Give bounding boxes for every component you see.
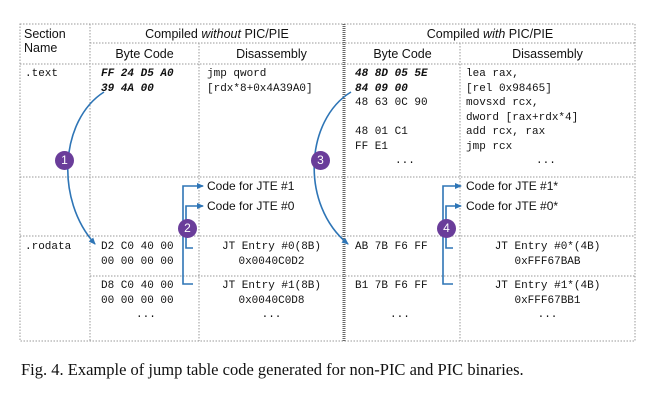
byte-line: FF E1	[355, 140, 389, 153]
rodata-nonpic-bytes-0: D2 C0 40 00 00 00 00 00	[101, 240, 174, 269]
disasm-ellipsis: ...	[261, 309, 282, 321]
byte-ellipsis: ...	[136, 309, 156, 321]
rodata-pic-bytes-0: AB 7B F6 FF	[355, 241, 428, 253]
jt-entry-label: JT Entry #0*(4B)	[494, 241, 601, 253]
with-suffix: PIC/PIE	[505, 27, 554, 41]
step-badge-4: 4	[437, 219, 456, 238]
jt-entry-address: 0x0040C0D8	[238, 294, 305, 307]
step-badge-1: 1	[55, 151, 74, 170]
byte-ellipsis: ...	[395, 155, 415, 167]
section-header-line2: Name	[24, 41, 58, 55]
byte-line: 84 09 00	[355, 82, 408, 95]
jte-code-1-pic: Code for JTE #1*	[466, 179, 559, 193]
disasm-line: jmp rcx	[466, 140, 513, 153]
disassembly-header-nonpic: Disassembly	[236, 47, 307, 61]
without-prefix: Compiled	[145, 27, 202, 41]
disasm-line: dword [rax+rdx*4]	[466, 111, 579, 124]
disassembly-header-pic: Disassembly	[512, 47, 583, 61]
jt-entry-label: JT Entry #0(8B)	[221, 241, 322, 253]
rodata-pic-disasm-0: JT Entry #0*(4B) 0xFFF67BAB	[460, 240, 635, 269]
rodata-pic-disasm-1: JT Entry #1*(4B) 0xFFF67BB1 ...	[460, 279, 635, 323]
byte-ellipsis: ...	[390, 309, 410, 321]
rodata-nonpic-disasm-1: JT Entry #1(8B) 0x0040C0D8 ...	[199, 279, 344, 323]
disasm-line: jmp qword	[207, 68, 267, 80]
text-nonpic-bytes: FF 24 D5 A0 39 4A 00	[101, 67, 174, 96]
disasm-ellipsis: ...	[536, 155, 556, 167]
text-pic-disasm: lea rax, [rel 0x98465] movsxd rcx, dword…	[466, 67, 578, 169]
with-em: with	[483, 27, 506, 41]
jt-entry-label: JT Entry #1*(4B)	[494, 280, 601, 292]
disasm-line: movsxd rcx,	[466, 97, 539, 109]
step-badge-2: 2	[178, 219, 197, 238]
section-header-line1: Section	[24, 27, 66, 41]
byte-line: 39 4A 00	[101, 82, 154, 95]
compiled-with-header: Compiled with PIC/PIE	[345, 27, 635, 41]
byte-line: 48 01 C1	[355, 126, 408, 138]
byte-line: B1 7B F6 FF	[355, 280, 428, 292]
byte-line: FF 24 D5 A0	[101, 68, 174, 80]
byte-code-header-nonpic: Byte Code	[115, 47, 174, 61]
jt-entry-label: JT Entry #1(8B)	[221, 280, 322, 292]
jt-entry-address: 0xFFF67BB1	[514, 294, 581, 307]
text-section-name: .text	[25, 68, 59, 80]
disasm-ellipsis: ...	[537, 309, 558, 321]
disasm-line: [rdx*8+0x4A39A0]	[207, 82, 313, 95]
byte-line: D8 C0 40 00	[101, 280, 174, 292]
jte-code-1-nonpic: Code for JTE #1	[207, 179, 295, 193]
jt-entry-address: 0x0040C0D2	[238, 255, 305, 268]
byte-line: 48 8D 05 5E	[355, 68, 428, 80]
jte-code-0-nonpic: Code for JTE #0	[207, 199, 295, 213]
disasm-line: add rcx, rax	[466, 126, 546, 138]
disasm-line: lea rax,	[466, 68, 519, 80]
jte-code-0-pic: Code for JTE #0*	[466, 199, 559, 213]
byte-line: 48 63 0C 90	[355, 97, 428, 109]
text-pic-bytes: 48 8D 05 5E 84 09 00 48 63 0C 90 48 01 C…	[355, 67, 428, 169]
rodata-nonpic-bytes-1: D8 C0 40 00 00 00 00 00 ...	[101, 279, 174, 323]
rodata-nonpic-disasm-0: JT Entry #0(8B) 0x0040C0D2	[199, 240, 344, 269]
arrow-1	[67, 91, 105, 245]
step-badge-3: 3	[311, 151, 330, 170]
byte-line: 00 00 00 00	[101, 255, 174, 268]
without-suffix: PIC/PIE	[240, 27, 289, 41]
byte-line: 00 00 00 00	[101, 294, 174, 307]
compiled-without-header: Compiled without PIC/PIE	[90, 27, 344, 41]
section-name-header: Section Name	[24, 27, 66, 55]
disasm-line: [rel 0x98465]	[466, 82, 552, 95]
rodata-section-name: .rodata	[25, 241, 72, 253]
byte-code-header-pic: Byte Code	[373, 47, 432, 61]
figure-caption: Fig. 4. Example of jump table code gener…	[21, 360, 524, 379]
rodata-pic-bytes-1: B1 7B F6 FF ...	[355, 279, 428, 323]
jt-entry-address: 0xFFF67BAB	[514, 255, 581, 268]
text-nonpic-disasm: jmp qword [rdx*8+0x4A39A0]	[207, 67, 313, 96]
byte-line: D2 C0 40 00	[101, 241, 174, 253]
with-prefix: Compiled	[426, 27, 484, 41]
without-em: without	[201, 27, 241, 41]
